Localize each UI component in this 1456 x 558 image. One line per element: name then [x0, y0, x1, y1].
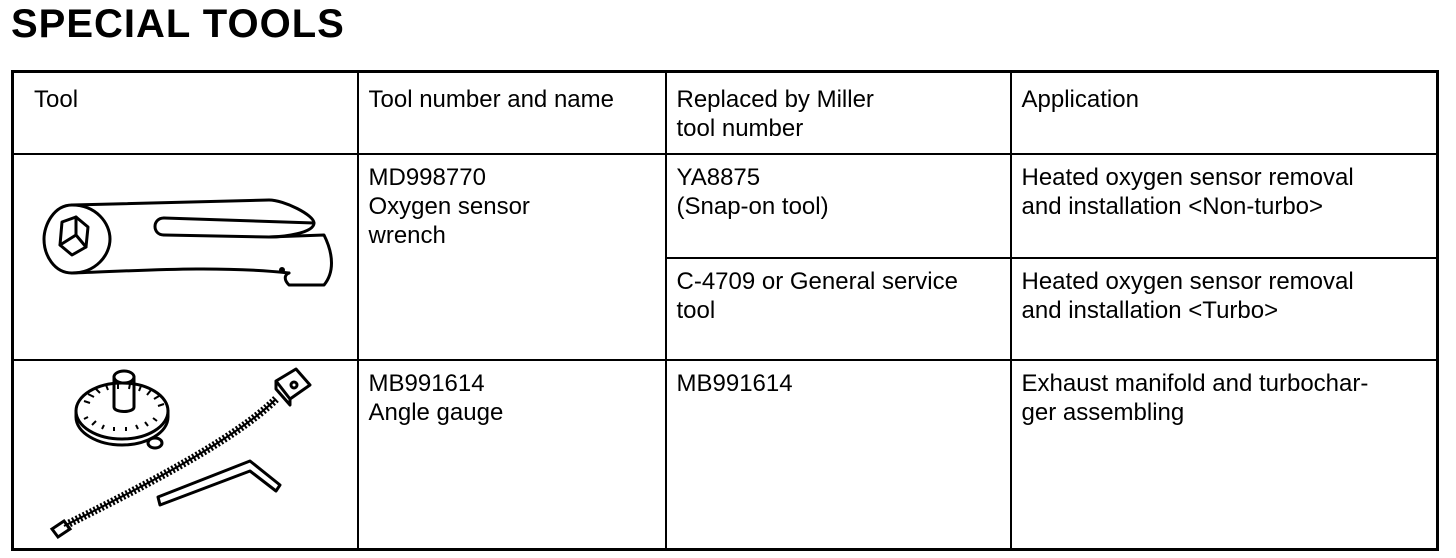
tool-name-line1: Angle gauge: [368, 398, 504, 426]
miller-line2: tool: [676, 296, 716, 324]
miller-line1: YA8875: [676, 163, 761, 191]
miller-line1: MB991614: [676, 369, 793, 397]
miller-number-cell: YA8875 (Snap-on tool): [664, 152, 1012, 259]
tool-image-cell: [11, 358, 359, 551]
tool-name-line2: wrench: [368, 221, 446, 249]
wrench-dot-icon: [279, 266, 285, 273]
header-miller: Replaced by Miller tool number: [664, 70, 1012, 155]
miller-number-cell: MB991614: [664, 358, 1012, 551]
application-line2: and installation <Non-turbo>: [1021, 192, 1324, 220]
oxygen-sensor-wrench-icon: [42, 198, 333, 286]
table-row: C-4709 or General service tool Heated ox…: [13, 256, 1439, 361]
table-row: MB991614 Angle gauge MB991614 Exhaust ma…: [11, 358, 1439, 551]
tool-number: MD998770: [368, 163, 486, 191]
tool-name-line1: Oxygen sensor: [368, 192, 530, 220]
page-title: SPECIAL TOOLS: [11, 2, 345, 46]
application-cell: Exhaust manifold and turbochar- ger asse…: [1009, 358, 1439, 551]
header-row: Tool Tool number and name Replaced by Mi…: [11, 70, 1439, 155]
tool-number-name-cell: MD998770 Oxygen sensor wrench: [356, 152, 667, 361]
header-tool: Tool: [11, 70, 359, 155]
application-line1: Heated oxygen sensor removal: [1021, 163, 1354, 191]
angle-gauge-icon: [49, 367, 312, 539]
application-cell: Heated oxygen sensor removal and install…: [1009, 256, 1439, 361]
application-line1: Heated oxygen sensor removal: [1021, 267, 1354, 295]
application-line1: Exhaust manifold and turbochar-: [1021, 369, 1369, 397]
tool-image-cell: [11, 152, 359, 361]
miller-line2: (Snap-on tool): [676, 192, 829, 220]
table-row: MD998770 Oxygen sensor wrench YA8875 (Sn…: [11, 152, 1439, 361]
application-line2: ger assembling: [1021, 398, 1185, 426]
tool-number-name-cell: MB991614 Angle gauge: [356, 358, 667, 551]
header-number-name: Tool number and name: [356, 70, 667, 155]
miller-line1: C-4709 or General service: [676, 267, 958, 295]
application-line2: and installation <Turbo>: [1021, 296, 1279, 324]
miller-number-cell: C-4709 or General service tool: [664, 256, 1012, 361]
tool-number: MB991614: [368, 369, 485, 397]
header-miller-line1: Replaced by Miller: [676, 86, 874, 113]
header-application: Application: [1009, 70, 1439, 155]
header-miller-line2: tool number: [676, 115, 804, 142]
application-cell: Heated oxygen sensor removal and install…: [1009, 152, 1439, 259]
special-tools-table: Tool Tool number and name Replaced by Mi…: [11, 70, 1439, 551]
